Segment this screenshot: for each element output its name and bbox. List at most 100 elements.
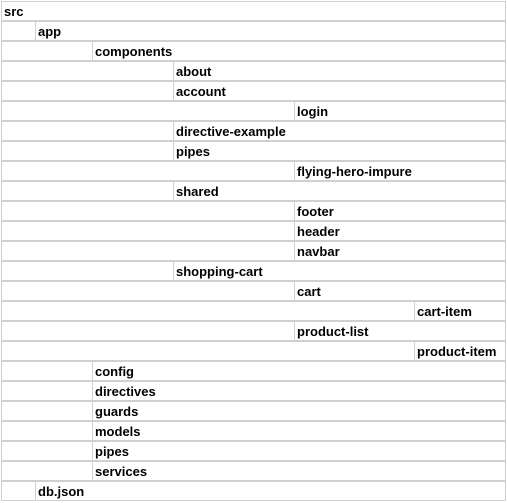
folder-label: models xyxy=(95,424,141,439)
folder-label-cell[interactable]: footer xyxy=(294,201,506,221)
folder-label: cart-item xyxy=(417,304,472,319)
indent-cell xyxy=(1,221,294,241)
indent-cell xyxy=(1,181,173,201)
tree-row: pipes xyxy=(1,141,506,161)
tree-row: product-list xyxy=(1,321,506,341)
tree-row: flying-hero-impure xyxy=(1,161,506,181)
folder-label-cell[interactable]: product-list xyxy=(294,321,506,341)
indent-cell xyxy=(1,101,294,121)
folder-label: flying-hero-impure xyxy=(297,164,412,179)
folder-label: product-list xyxy=(297,324,369,339)
tree-row: cart-item xyxy=(1,301,506,321)
folder-label: cart xyxy=(297,284,321,299)
folder-label: services xyxy=(95,464,148,479)
folder-label-cell[interactable]: db.json xyxy=(35,481,506,501)
folder-label: about xyxy=(176,64,212,79)
folder-label: footer xyxy=(297,204,334,219)
folder-label-cell[interactable]: flying-hero-impure xyxy=(294,161,506,181)
tree-row: models xyxy=(1,421,506,441)
folder-label-cell[interactable]: directives xyxy=(92,381,506,401)
folder-label-cell[interactable]: directive-example xyxy=(173,121,506,141)
folder-label-cell[interactable]: pipes xyxy=(173,141,506,161)
indent-cell xyxy=(1,481,35,501)
tree-row: directive-example xyxy=(1,121,506,141)
tree-row: components xyxy=(1,41,506,61)
indent-cell xyxy=(1,241,294,261)
indent-cell xyxy=(1,21,35,41)
folder-label: guards xyxy=(95,404,139,419)
tree-row: directives xyxy=(1,381,506,401)
folder-label: shared xyxy=(176,184,219,199)
tree-row: src xyxy=(1,1,506,21)
folder-label-cell[interactable]: src xyxy=(1,1,506,21)
indent-cell xyxy=(1,141,173,161)
folder-label: directive-example xyxy=(176,124,286,139)
indent-cell xyxy=(1,301,414,321)
indent-cell xyxy=(1,441,92,461)
tree-row: footer xyxy=(1,201,506,221)
folder-label: pipes xyxy=(176,144,210,159)
folder-label: db.json xyxy=(38,484,85,499)
folder-label: components xyxy=(95,44,173,59)
folder-label: src xyxy=(4,4,24,19)
folder-label-cell[interactable]: components xyxy=(92,41,506,61)
indent-cell xyxy=(1,421,92,441)
folder-label-cell[interactable]: models xyxy=(92,421,506,441)
tree-row: product-item xyxy=(1,341,506,361)
folder-label-cell[interactable]: config xyxy=(92,361,506,381)
folder-label-cell[interactable]: shared xyxy=(173,181,506,201)
folder-label-cell[interactable]: guards xyxy=(92,401,506,421)
tree-row: db.json xyxy=(1,481,506,501)
tree-row: header xyxy=(1,221,506,241)
folder-label-cell[interactable]: about xyxy=(173,61,506,81)
folder-label: product-item xyxy=(417,344,497,359)
tree-row: pipes xyxy=(1,441,506,461)
folder-label-cell[interactable]: account xyxy=(173,81,506,101)
indent-cell xyxy=(1,321,294,341)
folder-label: login xyxy=(297,104,329,119)
tree-row: shared xyxy=(1,181,506,201)
folder-label: navbar xyxy=(297,244,340,259)
folder-label-cell[interactable]: header xyxy=(294,221,506,241)
indent-cell xyxy=(1,461,92,481)
indent-cell xyxy=(1,281,294,301)
tree-row: shopping-cart xyxy=(1,261,506,281)
folder-label: header xyxy=(297,224,340,239)
tree-row: cart xyxy=(1,281,506,301)
indent-cell xyxy=(1,121,173,141)
indent-cell xyxy=(1,41,92,61)
indent-cell xyxy=(1,341,414,361)
folder-label: account xyxy=(176,84,226,99)
indent-cell xyxy=(1,201,294,221)
folder-label: directives xyxy=(95,384,156,399)
indent-cell xyxy=(1,261,173,281)
folder-label-cell[interactable]: product-item xyxy=(414,341,506,361)
indent-cell xyxy=(1,61,173,81)
tree-row: guards xyxy=(1,401,506,421)
indent-cell xyxy=(1,401,92,421)
folder-label: app xyxy=(38,24,62,39)
tree-row: app xyxy=(1,21,506,41)
indent-cell xyxy=(1,381,92,401)
folder-label: shopping-cart xyxy=(176,264,263,279)
tree-row: services xyxy=(1,461,506,481)
tree-row: about xyxy=(1,61,506,81)
folder-label: config xyxy=(95,364,134,379)
folder-label-cell[interactable]: login xyxy=(294,101,506,121)
folder-label-cell[interactable]: cart-item xyxy=(414,301,506,321)
tree-row: config xyxy=(1,361,506,381)
folder-label: pipes xyxy=(95,444,129,459)
tree-row: navbar xyxy=(1,241,506,261)
folder-label-cell[interactable]: shopping-cart xyxy=(173,261,506,281)
indent-cell xyxy=(1,361,92,381)
indent-cell xyxy=(1,81,173,101)
tree-row: account xyxy=(1,81,506,101)
folder-label-cell[interactable]: app xyxy=(35,21,506,41)
folder-label-cell[interactable]: navbar xyxy=(294,241,506,261)
folder-label-cell[interactable]: services xyxy=(92,461,506,481)
folder-label-cell[interactable]: pipes xyxy=(92,441,506,461)
indent-cell xyxy=(1,161,294,181)
folder-label-cell[interactable]: cart xyxy=(294,281,506,301)
tree-row: login xyxy=(1,101,506,121)
